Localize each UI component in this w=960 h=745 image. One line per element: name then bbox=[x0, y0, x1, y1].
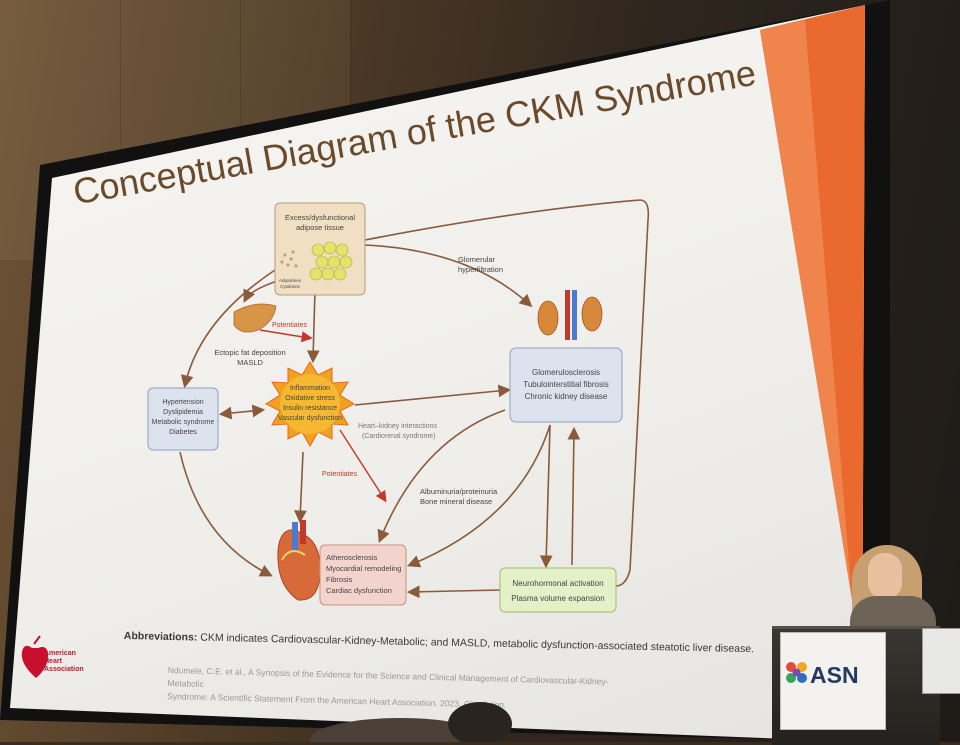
svg-text:Tubulointerstitial fibrosis: Tubulointerstitial fibrosis bbox=[523, 380, 609, 389]
liver-group: Ectopic fat deposition MASLD bbox=[214, 303, 286, 367]
glomerular-label: Glomerular hyperfiltration bbox=[458, 255, 503, 274]
asn-sign bbox=[780, 632, 886, 730]
cytokines-label: Cytokines bbox=[280, 284, 301, 289]
adipose-box: Excess/dysfunctional adipose tissue Adip… bbox=[274, 202, 366, 296]
svg-text:Glomerulosclerosis: Glomerulosclerosis bbox=[532, 368, 600, 377]
liver-label-1: Ectopic fat deposition bbox=[214, 348, 285, 357]
adipose-label-2: adipose tissue bbox=[296, 223, 344, 232]
inflammation-heart-arrow bbox=[294, 451, 307, 524]
adipose-risk-arrow bbox=[180, 269, 276, 389]
svg-text:Insulin resistance: Insulin resistance bbox=[283, 405, 337, 412]
svg-text:Metabolic syndrome: Metabolic syndrome bbox=[152, 419, 215, 426]
aha-logo-text: American Heart Association bbox=[44, 650, 84, 673]
potentiates-arrows bbox=[259, 329, 387, 503]
svg-text:Bone mineral disease: Bone mineral disease bbox=[420, 497, 492, 506]
svg-text:hyperfiltration: hyperfiltration bbox=[458, 265, 503, 274]
risk-factors-box: Hypertension Dyslipidemia Metabolic synd… bbox=[147, 387, 219, 451]
svg-text:Myocardial remodeling: Myocardial remodeling bbox=[326, 564, 401, 573]
svg-text:Plasma volume expansion: Plasma volume expansion bbox=[511, 594, 604, 603]
svg-text:Heart–kidney interactions: Heart–kidney interactions bbox=[358, 423, 437, 430]
neuro-cardiac-arrow bbox=[406, 585, 501, 599]
diagram-arrows bbox=[179, 199, 650, 599]
heart-kidney-label: Heart–kidney interactions (Cardiorenal s… bbox=[358, 423, 437, 440]
inflammation-kidney-arrow bbox=[354, 384, 512, 406]
adipokine-dots-icon bbox=[280, 250, 298, 268]
neuro-kidney-arrow bbox=[567, 426, 581, 566]
svg-text:(Cardiorenal syndrome): (Cardiorenal syndrome) bbox=[362, 433, 436, 440]
adipose-label-1: Excess/dysfunctional bbox=[285, 213, 355, 222]
svg-text:Chronic kidney disease: Chronic kidney disease bbox=[525, 392, 608, 401]
risk-heart-arrow bbox=[179, 451, 273, 577]
potentiates-label-2: Potentiates bbox=[322, 471, 358, 478]
potentiates-label-1: Potentiates bbox=[272, 322, 308, 329]
cardiac-box: Atherosclerosis Myocardial remodeling Fi… bbox=[319, 544, 407, 606]
svg-text:Glomerular: Glomerular bbox=[458, 255, 496, 264]
svg-text:Hypertension: Hypertension bbox=[162, 399, 203, 406]
svg-text:Oxidative stress: Oxidative stress bbox=[285, 395, 335, 402]
aha-heart-logo-icon bbox=[21, 635, 48, 678]
potentiates-arrow-1 bbox=[259, 329, 313, 343]
glomerular-arrow bbox=[364, 244, 533, 308]
svg-text:Fibrosis: Fibrosis bbox=[326, 575, 353, 584]
heart-icon bbox=[277, 520, 321, 601]
speaker-face bbox=[868, 553, 902, 599]
neurohormonal-box: Neurohormonal activation Plasma volume e… bbox=[499, 567, 617, 613]
laptop bbox=[922, 628, 960, 694]
potentiates-arrow-2 bbox=[339, 429, 387, 503]
liver-icon bbox=[233, 303, 277, 333]
albuminuria-arrow bbox=[407, 424, 551, 568]
asn-logo-dots-icon bbox=[786, 662, 807, 683]
albuminuria-label: Albuminuria/proteinuria Bone mineral dis… bbox=[420, 487, 498, 506]
adipose-inflammation-arrow bbox=[306, 289, 320, 364]
asn-brand-text: ASN bbox=[810, 662, 859, 688]
adipokines-label: Adipokines bbox=[279, 278, 302, 283]
risk-inflammation-arrow bbox=[218, 404, 266, 420]
svg-text:Cardiac dysfunction: Cardiac dysfunction bbox=[326, 586, 392, 595]
svg-text:Inflammation: Inflammation bbox=[290, 385, 330, 392]
svg-text:Albuminuria/proteinuria: Albuminuria/proteinuria bbox=[420, 487, 498, 496]
kidney-neuro-arrow bbox=[539, 424, 553, 569]
svg-text:Dyslipidemia: Dyslipidemia bbox=[163, 409, 203, 416]
svg-text:Vascular dysfunction: Vascular dysfunction bbox=[278, 415, 342, 422]
outer-loop-arrow bbox=[364, 199, 650, 587]
kidneys-icon bbox=[537, 290, 603, 340]
liver-label-2: MASLD bbox=[237, 358, 263, 367]
svg-text:Neurohormonal activation: Neurohormonal activation bbox=[512, 579, 603, 588]
heart-kidney-arrow bbox=[377, 409, 506, 543]
svg-text:Diabetes: Diabetes bbox=[169, 429, 197, 436]
adipocytes-icon bbox=[309, 241, 353, 281]
inflammation-starburst: Inflammation Oxidative stress Insulin re… bbox=[264, 361, 356, 448]
svg-text:Atherosclerosis: Atherosclerosis bbox=[326, 553, 378, 562]
kidney-disease-box: Glomerulosclerosis Tubulointerstitial fi… bbox=[509, 347, 623, 423]
